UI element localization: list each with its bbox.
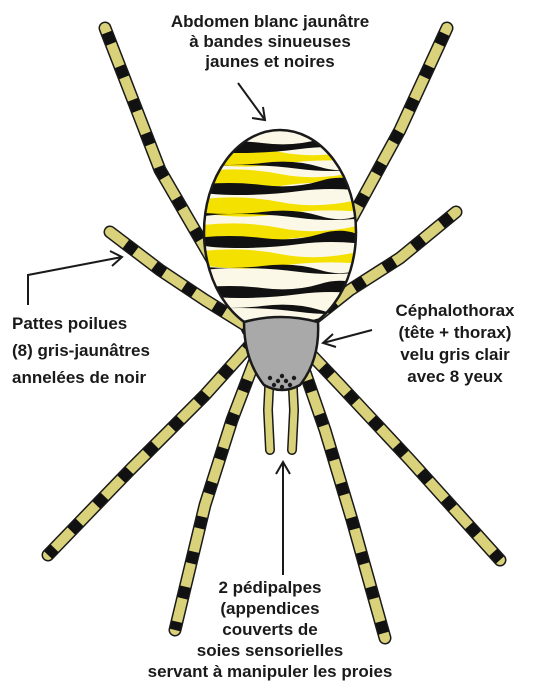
legs-label: Pattes poilues (8) gris-jaunâtres annelé… (12, 310, 212, 391)
eye (292, 376, 296, 380)
pedipalps-label-line: 2 pédipalpes (90, 577, 450, 598)
eye (288, 383, 292, 387)
arrow-to-abdomen (238, 83, 265, 120)
abdomen-label-line: Abdomen blanc jaunâtre (120, 12, 420, 32)
legs-label-line: (8) gris-jaunâtres (12, 337, 212, 364)
cephalothorax-label: Céphalothorax (tête + thorax) velu gris … (375, 300, 535, 388)
arrow-to-leg (28, 257, 122, 305)
eye (272, 383, 276, 387)
pedipalps-label-line: couverts de (90, 619, 450, 640)
cephalothorax-label-line: avec 8 yeux (375, 366, 535, 388)
cephalothorax-label-line: (tête + thorax) (375, 322, 535, 344)
eye (284, 379, 288, 383)
eye (268, 376, 272, 380)
abdomen-label-line: à bandes sinueuses (120, 32, 420, 52)
legs-label-line: annelées de noir (12, 364, 212, 391)
eye (276, 379, 280, 383)
pedipalps-label-line: soies sensorielles (90, 640, 450, 661)
eye (280, 374, 284, 378)
abdomen-label-line: jaunes et noires (120, 52, 420, 72)
cephalothorax-label-line: Céphalothorax (375, 300, 535, 322)
pedipalps-label: 2 pédipalpes (appendices couverts de soi… (90, 577, 450, 682)
pedipalps-label-line: servant à manipuler les proies (90, 661, 450, 682)
eye (280, 385, 284, 389)
pedipalps-label-line: (appendices (90, 598, 450, 619)
legs-label-line: Pattes poilues (12, 310, 212, 337)
cephalothorax-label-line: velu gris clair (375, 344, 535, 366)
abdomen-label: Abdomen blanc jaunâtre à bandes sinueuse… (120, 12, 420, 72)
